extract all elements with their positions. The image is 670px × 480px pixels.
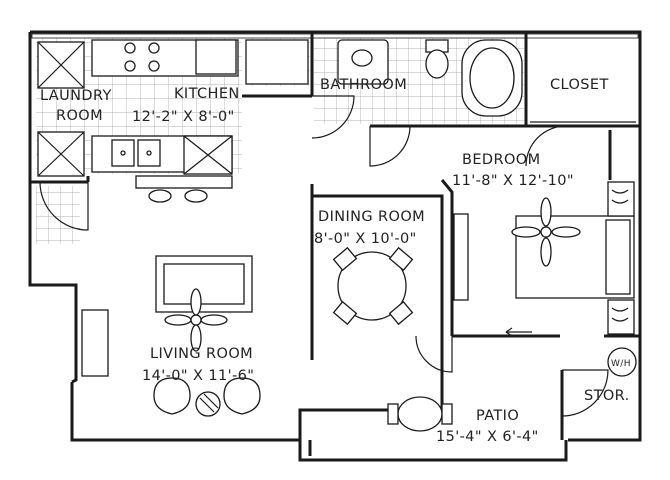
kitchen-dims: 12'-2" X 8'-0": [132, 109, 235, 125]
living-dims: 14'-0" X 11'-6": [142, 368, 254, 384]
bedroom-furniture: [453, 181, 635, 337]
exterior-walls: [28, 30, 642, 462]
patio-label: PATIO: [476, 408, 519, 424]
water-heater: [607, 347, 637, 377]
living-furniture: [81, 255, 261, 417]
bathroom-label: BATHROOM: [320, 77, 407, 93]
range-burners-icon: [124, 42, 160, 72]
bedroom-dims: 11'-8" X 12'-10": [452, 173, 574, 189]
ceiling-fan-icon: [164, 288, 228, 352]
patio-table: [387, 396, 453, 432]
dining-table: [332, 246, 414, 326]
bedroom-label: BEDROOM: [462, 152, 541, 168]
dining-dims: 8'-0" X 10'-0": [314, 231, 417, 247]
ceiling-fan-icon: [511, 197, 581, 267]
kitchen-fixtures: [91, 39, 309, 203]
laundry-label-line1: LAUNDRY: [40, 88, 112, 104]
bathroom-fixtures: [337, 39, 523, 117]
laundry-label-line2: ROOM: [56, 108, 103, 124]
laundry-appliances: [37, 41, 85, 177]
water-heater-label: W/H: [611, 359, 631, 369]
patio-dims: 15'-4" X 6'-4": [436, 429, 539, 445]
dining-label: DINING ROOM: [318, 209, 425, 225]
kitchen-label: KITCHEN: [174, 86, 240, 102]
closet-label: CLOSET: [550, 77, 609, 93]
doors: [39, 95, 609, 417]
living-label: LIVING ROOM: [150, 346, 253, 362]
interior-walls: [30, 32, 640, 456]
storage-label: STOR.: [584, 388, 630, 404]
